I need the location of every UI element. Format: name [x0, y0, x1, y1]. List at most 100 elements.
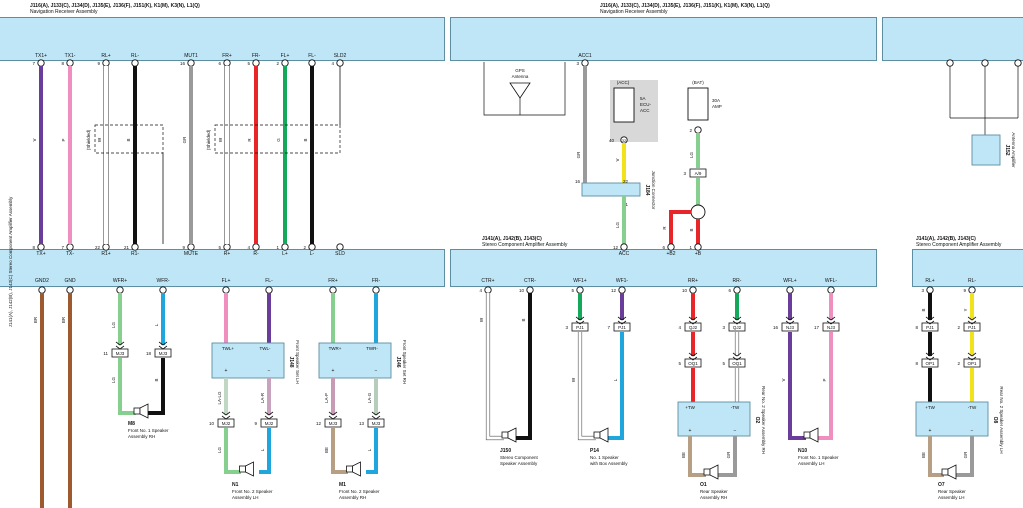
- amp-top-pin-label-7: L+: [282, 251, 288, 257]
- speaker-j150-name-2: Speaker Assembly: [500, 461, 538, 466]
- speaker-p14-body: [593, 431, 601, 439]
- speaker-o1-cone: [709, 464, 719, 480]
- amp-top-pin-7: [281, 243, 289, 251]
- arr-tw-b-0: [264, 411, 274, 420]
- acc1-pin: [581, 59, 589, 67]
- conn-right-pj1-0: [921, 322, 939, 332]
- navigation-receiver-bar-left: [0, 17, 445, 61]
- shielded-label-2: (Shielded): [206, 129, 211, 150]
- right-wire-code-0: B: [921, 308, 926, 311]
- speaker-n1-cone: [245, 461, 254, 477]
- mid-amp-pin-label-3: WF1-: [616, 278, 629, 284]
- speaker-p14-name-2: with Box Assembly: [590, 461, 628, 466]
- junction-j184: [581, 182, 641, 197]
- right-amp-pin-1: [968, 286, 976, 294]
- code-m8-lg: LG: [111, 377, 116, 384]
- speaker-n10-cone: [809, 427, 819, 443]
- wire-top-code-8: B: [303, 138, 308, 141]
- tweeter-0-w1: LA-LG: [217, 391, 222, 405]
- mid-amp-pin-label-2: WF1+: [573, 278, 587, 284]
- wire-b2: [669, 210, 691, 244]
- amp-top-pin-9: [336, 243, 344, 251]
- conn-right-pj1-1: [963, 322, 981, 332]
- wire-top-code-2: W: [97, 137, 102, 142]
- amp-header-mid-subtitle: Stereo Component Amplifier Assembly: [482, 242, 568, 248]
- gps-antenna-icon: [509, 82, 531, 99]
- right-amp-pin-0-num: 3: [921, 288, 924, 293]
- amp-pin-b2-num: 6: [662, 245, 665, 250]
- receiver-header-left-subtitle: Navigation Receiver Assembly: [30, 9, 98, 15]
- speaker-o1-id: O1: [700, 482, 707, 488]
- rear-tweeter-rh-box: [677, 401, 751, 437]
- rear-tweeter-lh-box: [915, 401, 989, 437]
- top-pin-label-5: FR+: [222, 53, 232, 59]
- conn-nj3-2-label: NJ3: [827, 325, 835, 330]
- shield-box-2: [214, 124, 341, 154]
- top-pin-label-3: RL-: [131, 53, 139, 59]
- conn-qj2-2: [728, 322, 746, 332]
- acc1-pin-num: 3: [576, 61, 579, 66]
- amp-top-pin-6-num: 4: [247, 245, 250, 250]
- stereo-amplifier-bar-right: [912, 249, 1023, 287]
- wire-b2-code: R: [662, 226, 667, 230]
- rear-tweeter-lh-plus: +: [929, 428, 932, 434]
- receiver-header-mid: J116(A), J133(C), J134(D), J135(E), J136…: [600, 3, 770, 15]
- amp-top-pin-0: [37, 243, 45, 251]
- conn-mj3-1-pin: 11: [103, 351, 108, 356]
- left-amp-pin-label-1: GND: [64, 278, 76, 284]
- conn-oq1-2-pin: 5: [722, 361, 725, 366]
- conn-right-op1-0: [921, 358, 939, 368]
- wire-ctr-plus: [486, 293, 504, 440]
- tweeter-0-minus: −: [268, 368, 271, 374]
- left-amp-pin-label-0: GND2: [35, 278, 49, 284]
- rear-tweeter-lh-id: O8: [992, 417, 998, 424]
- amp-top-pin-3: [131, 243, 139, 251]
- left-amp-pin-2: [116, 286, 124, 294]
- rear-tweeter-rh-label: Rear No. 2 Speaker Assembly RH: [761, 386, 766, 454]
- bat-fuse-pin: [694, 126, 702, 134]
- speaker-m1-name-1: Front No. 2 Speaker: [339, 489, 380, 494]
- arr-l-1: [115, 341, 125, 350]
- speaker-m8-name-1: Front No. 1 Speaker: [128, 428, 169, 433]
- tw-spk-a-1: [331, 428, 348, 474]
- top-pin-label-2: RL+: [101, 53, 110, 59]
- left-amp-pin-5: [265, 286, 273, 294]
- left-amp-pin-6: [329, 286, 337, 294]
- speaker-o1-body: [703, 468, 711, 476]
- left-amp-pin-label-6: FR+: [328, 278, 338, 284]
- top-pin-4: [187, 59, 195, 67]
- bat-fuse-amp: 30A: [712, 98, 720, 103]
- wire-top-code-3: B: [126, 138, 131, 141]
- conn-right-pj1-1-label: PJ1: [968, 325, 976, 330]
- mid-amp-pin-label-0: CTR+: [481, 278, 494, 284]
- amp-top-pin-label-2: R1+: [101, 251, 110, 257]
- junction-p16: 16: [575, 179, 581, 184]
- arr-l-2: [158, 341, 168, 350]
- navigation-receiver-bar-mid: [450, 17, 877, 61]
- tweeter-1-plus: +: [332, 368, 335, 374]
- wire-wfr-minus-b: [148, 358, 165, 415]
- speaker-n1-name-1: Front No. 2 Speaker: [232, 489, 273, 494]
- code-m8-lg2: LG: [111, 322, 116, 329]
- conn-tw-a-0-label: MJ2: [222, 421, 231, 426]
- conn-right-op1-0-label: OP1: [925, 361, 935, 366]
- conn-oq1-1-label: OQ1: [688, 361, 698, 366]
- wire-o7-minus-code: GR: [963, 451, 968, 459]
- conn-oq1-1: [684, 358, 702, 368]
- mid-amp-pin-2: [576, 286, 584, 294]
- mid-amp-pin-4: [689, 286, 697, 294]
- top-pin-0-num: 7: [32, 61, 35, 66]
- tweeter-0-w2: LA-R: [260, 392, 265, 403]
- conn-pj1-m2-label: PJ1: [618, 325, 626, 330]
- conn-right-op1-pin-0: 8: [915, 361, 918, 366]
- mid-amp-pin-0: [484, 286, 492, 294]
- wire-ctr-minus: [516, 293, 532, 440]
- antenna-amp-box: [971, 134, 1001, 166]
- gps-label-2: Antenna: [512, 74, 529, 79]
- left-amp-pin-0: [38, 286, 46, 294]
- right-amp-pin-label-1: RL-: [968, 278, 976, 284]
- speaker-n1-name-2: Assembly LH: [232, 495, 259, 500]
- conn-a9: [689, 168, 707, 178]
- arr-m-6: [732, 352, 742, 361]
